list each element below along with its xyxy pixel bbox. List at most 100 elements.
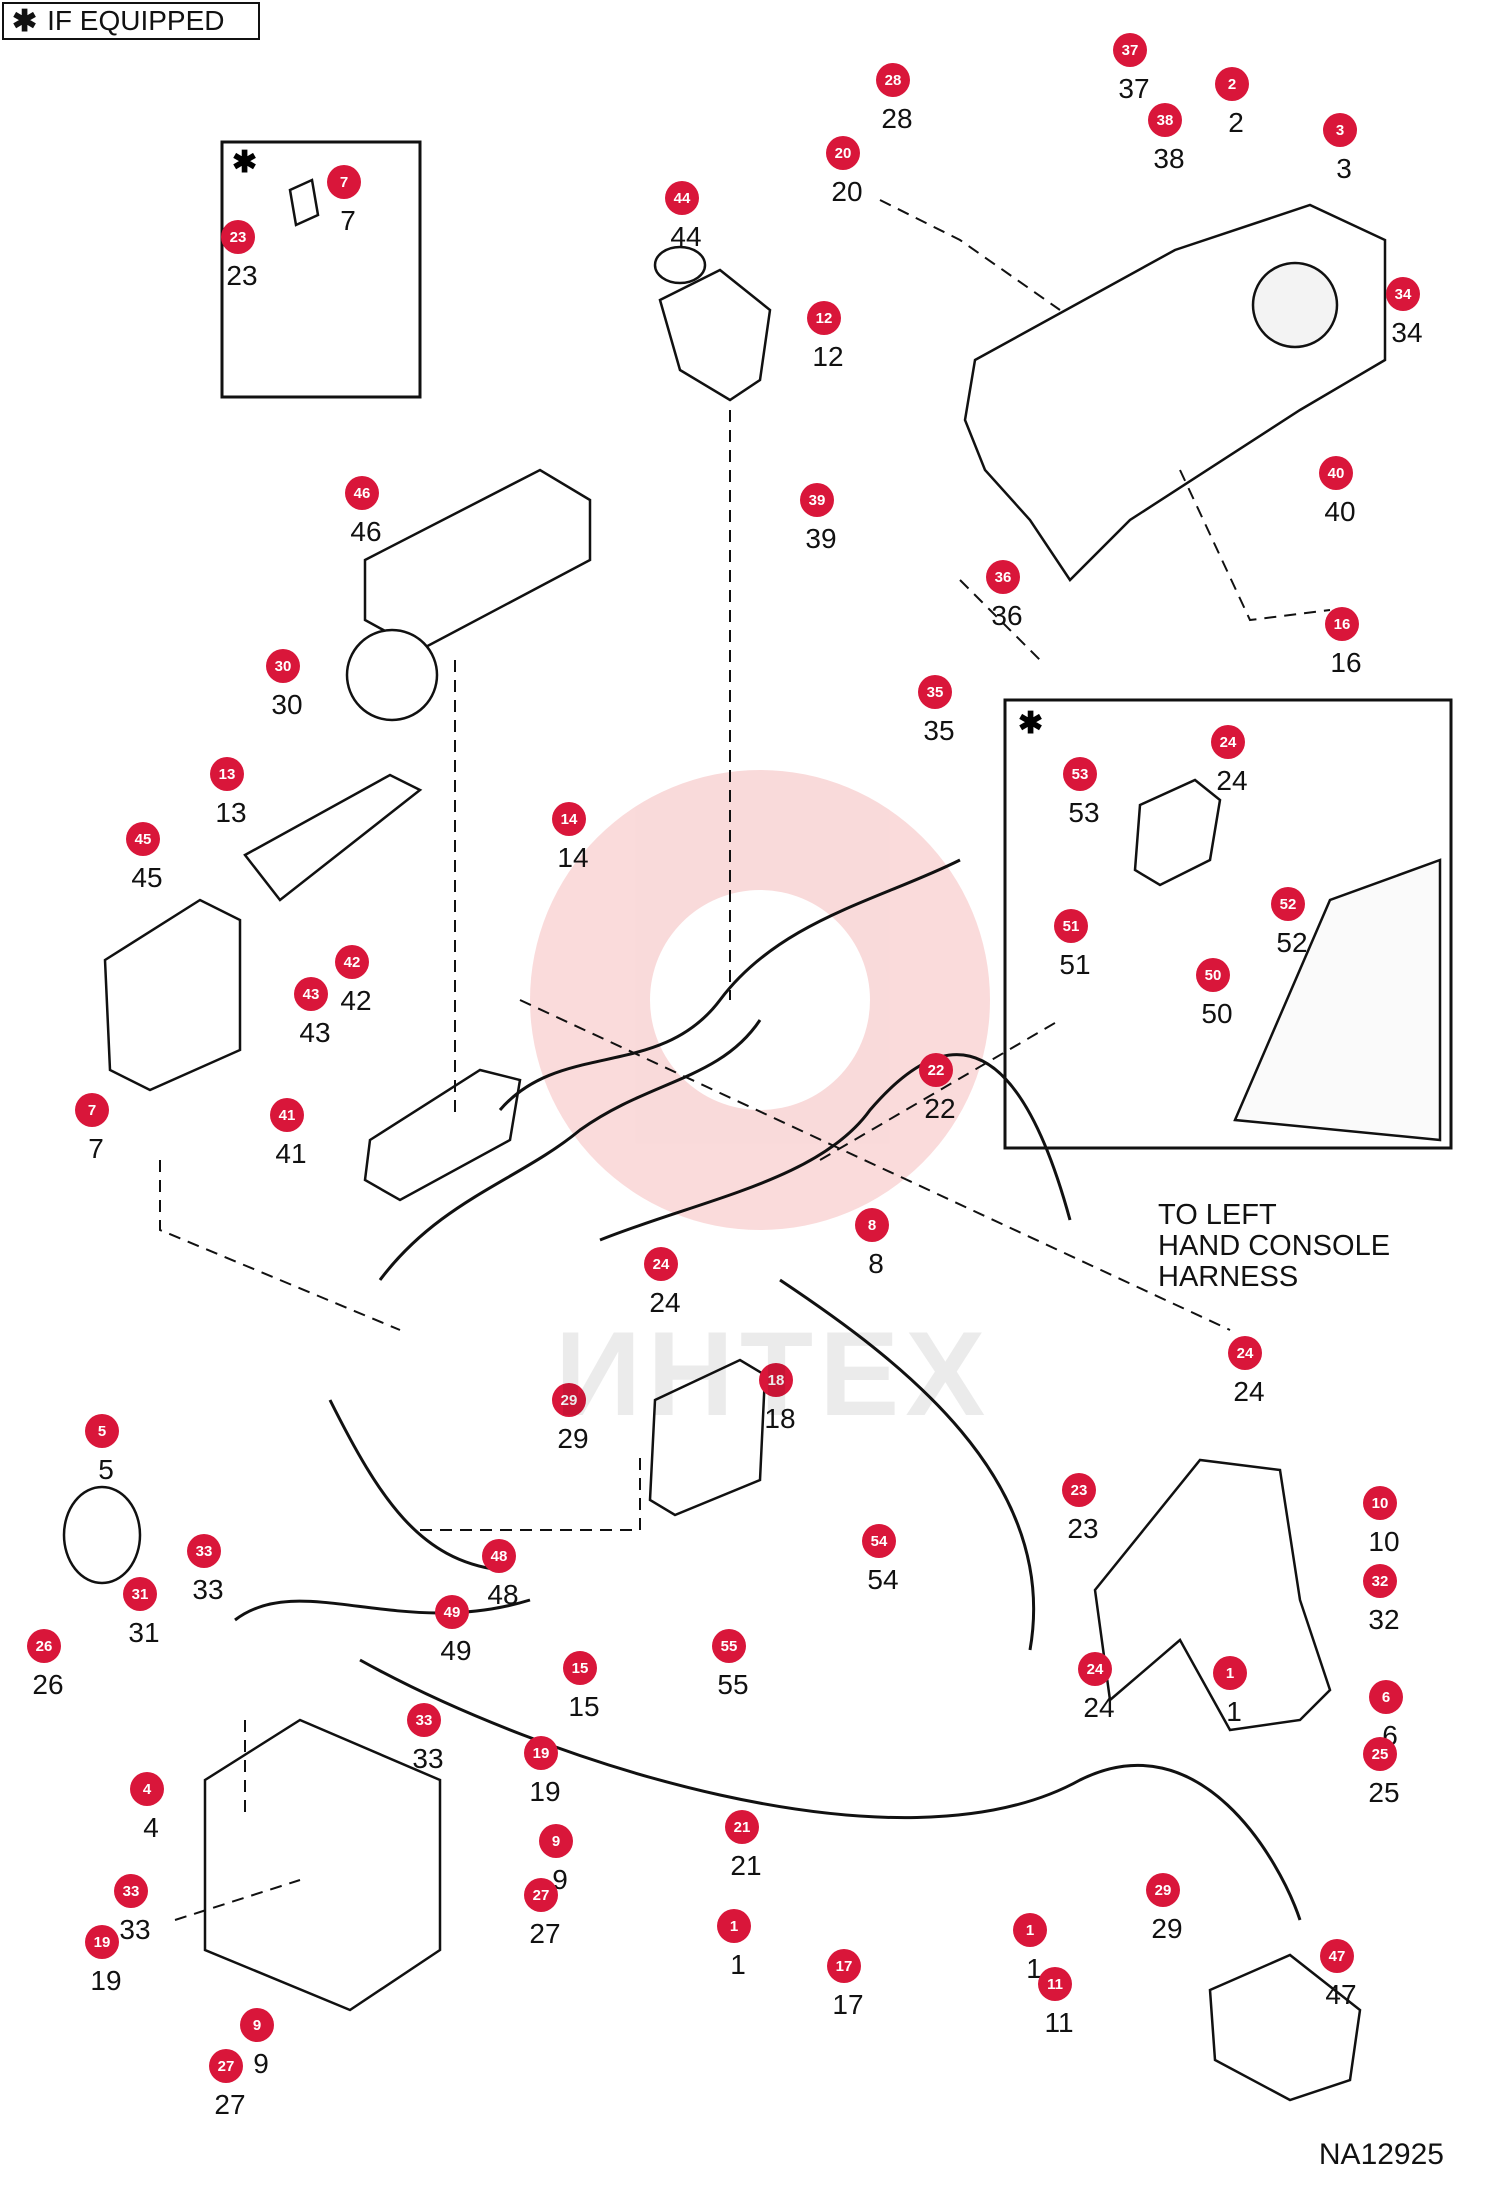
part-bubble <box>644 1247 678 1281</box>
part-bubble <box>1323 113 1357 147</box>
part-bubble-number: 1 <box>1026 1922 1034 1939</box>
inset-switch <box>288 178 320 227</box>
part-number: 2 <box>1228 107 1244 138</box>
part-bubble-number: 45 <box>135 831 152 848</box>
part-bubble <box>1146 1873 1180 1907</box>
part-bubble-number: 24 <box>1237 1345 1254 1362</box>
cup-holder <box>1251 261 1339 349</box>
boot <box>243 773 423 902</box>
part-bubble <box>1320 1939 1354 1973</box>
part-number: 19 <box>529 1776 560 1807</box>
part-label-p7b: 77 <box>75 1093 109 1164</box>
part-number: 10 <box>1368 1526 1399 1557</box>
inset-star-top-left: ✱ <box>232 146 257 179</box>
part-number: 3 <box>1336 153 1352 184</box>
control-valve <box>103 898 242 1092</box>
part-bubble <box>1363 1737 1397 1771</box>
part-bubble <box>209 2049 243 2083</box>
part-number: 25 <box>1368 1777 1399 1808</box>
part-bubble <box>1196 958 1230 992</box>
callout-line-1: TO LEFT <box>1158 1199 1277 1231</box>
part-bubble <box>986 560 1020 594</box>
part-bubble-number: 12 <box>816 310 833 327</box>
part-bubble <box>807 301 841 335</box>
part-label-p4: 44 <box>130 1772 164 1843</box>
part-bubble <box>123 1577 157 1611</box>
part-bubble <box>126 822 160 856</box>
part-bubble <box>210 757 244 791</box>
console-housing <box>963 203 1387 582</box>
inset-box-top-left <box>220 140 422 399</box>
part-bubble-number: 17 <box>836 1958 853 1975</box>
inset-frame <box>1233 858 1442 1142</box>
part-bubble-number: 2 <box>1228 76 1236 93</box>
part-number: 30 <box>271 689 302 720</box>
inset-star-right: ✱ <box>1018 707 1043 740</box>
bracket <box>1093 1458 1332 1732</box>
part-bubble-number: 52 <box>1280 896 1297 913</box>
part-bubble-number: 44 <box>674 190 691 207</box>
part-number: 52 <box>1276 927 1307 958</box>
part-bubble-number: 6 <box>1382 1689 1390 1706</box>
part-label-p30: 30 30 <box>266 649 303 720</box>
part-bubble <box>27 1629 61 1663</box>
part-bubble <box>1211 725 1245 759</box>
part-number: 33 <box>192 1574 223 1605</box>
part-bubble-number: 3 <box>1336 122 1344 139</box>
part-bubble <box>345 476 379 510</box>
part-bubble-number: 29 <box>561 1392 578 1409</box>
part-bubble <box>327 165 361 199</box>
leader-lines <box>159 199 1331 1921</box>
part-bubble <box>1113 33 1147 67</box>
inset-module <box>1133 778 1222 887</box>
part-number: 5 <box>98 1454 114 1485</box>
controller-module <box>648 1358 767 1517</box>
part-number: 35 <box>923 715 954 746</box>
part-number: 38 <box>1153 143 1184 174</box>
part-bubble-number: 24 <box>1220 734 1237 751</box>
part-number: 43 <box>299 1017 330 1048</box>
part-bubble <box>1363 1564 1397 1598</box>
valve-block <box>363 468 592 652</box>
part-bubble-number: 23 <box>1071 1482 1088 1499</box>
part-number: 14 <box>557 842 588 873</box>
part-number: 27 <box>529 1918 560 1949</box>
part-bubble-number: 5 <box>98 1423 106 1440</box>
part-bubble <box>1038 1967 1072 2001</box>
part-bubble <box>482 1539 516 1573</box>
part-bubble-number: 11 <box>1047 1976 1063 1993</box>
part-number: 1 <box>730 1949 746 1980</box>
part-bubble-number: 34 <box>1395 286 1412 303</box>
part-bubble <box>240 2008 274 2042</box>
part-bubble <box>130 1772 164 1806</box>
part-bubble <box>187 1534 221 1568</box>
part-bubble <box>876 63 910 97</box>
part-bubble-number: 29 <box>1155 1882 1172 1899</box>
part-bubble <box>335 945 369 979</box>
part-bubble-number: 21 <box>734 1819 751 1836</box>
part-bubble-number: 33 <box>416 1712 433 1729</box>
part-number: 20 <box>831 176 862 207</box>
part-bubble <box>712 1629 746 1663</box>
part-bubble-number: 30 <box>275 658 292 675</box>
part-number: 24 <box>1083 1692 1114 1723</box>
part-number: 23 <box>226 260 257 291</box>
fuse-box <box>363 1068 522 1202</box>
part-bubble-number: 55 <box>721 1638 738 1655</box>
part-number: 21 <box>730 1850 761 1881</box>
